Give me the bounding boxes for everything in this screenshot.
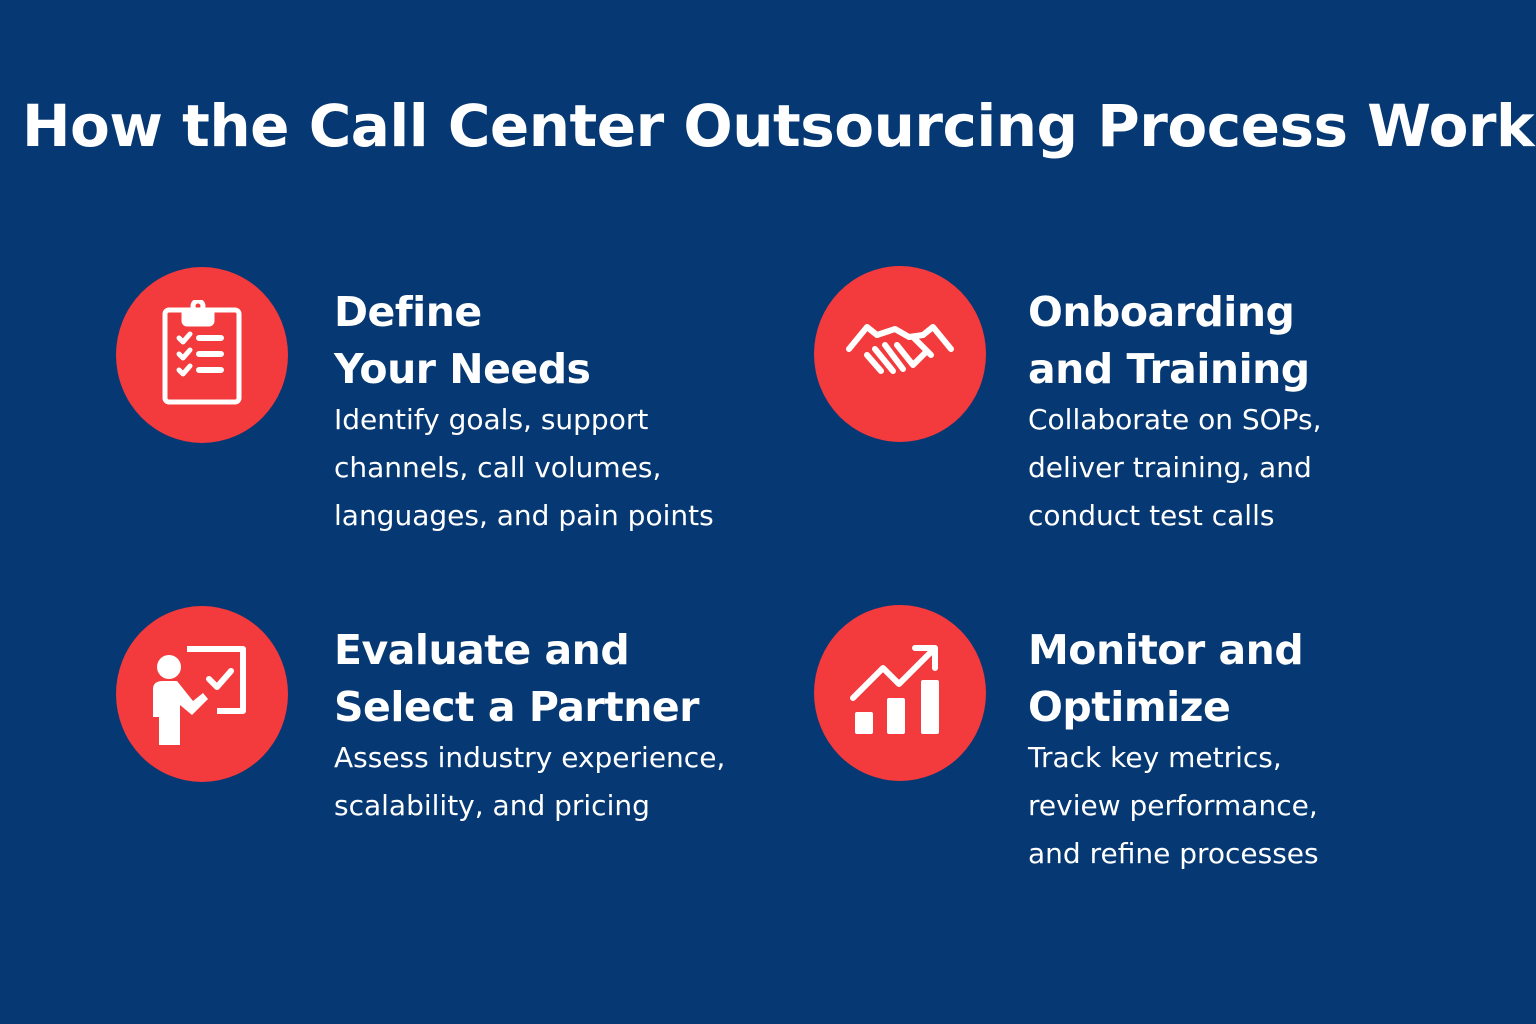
step-evaluate: Evaluate and Select a Partner Assess ind… — [334, 622, 774, 830]
desc-line: languages, and pain points — [334, 499, 714, 532]
step-onboarding: Onboarding and Training Collaborate on S… — [1028, 284, 1468, 540]
step-heading-line: Your Needs — [334, 345, 591, 393]
desc-line: conduct test calls — [1028, 499, 1275, 532]
desc-line: Assess industry experience, — [334, 741, 726, 774]
desc-line: Identify goals, support — [334, 403, 649, 436]
step-heading-line: Select a Partner — [334, 683, 699, 731]
desc-line: deliver training, and — [1028, 451, 1312, 484]
growth-chart-icon — [850, 645, 939, 734]
step-heading-line: Optimize — [1028, 683, 1231, 731]
page-title: How the Call Center Outsourcing Process … — [22, 92, 1536, 160]
step-heading-line: Monitor and — [1028, 626, 1304, 674]
step-heading-line: Define — [334, 288, 482, 336]
step-evaluate-icon-circle — [116, 606, 288, 782]
desc-line: and refine processes — [1028, 837, 1319, 870]
desc-line: scalability, and pricing — [334, 789, 650, 822]
step-define: Define Your Needs Identify goals, suppor… — [334, 284, 774, 540]
step-description: Identify goals, support channels, call v… — [334, 396, 774, 540]
desc-line: review performance, — [1028, 789, 1318, 822]
desc-line: channels, call volumes, — [334, 451, 662, 484]
desc-line: Track key metrics, — [1028, 741, 1282, 774]
desc-line: Collaborate on SOPs, — [1028, 403, 1322, 436]
step-description: Assess industry experience, scalability,… — [334, 734, 774, 830]
step-description: Track key metrics, review performance, a… — [1028, 734, 1468, 878]
presenter-board-icon — [153, 646, 246, 745]
step-define-icon-circle — [116, 267, 288, 443]
step-onboarding-icon-circle — [814, 266, 986, 442]
step-monitor: Monitor and Optimize Track key metrics, … — [1028, 622, 1468, 878]
step-heading-line: Onboarding — [1028, 288, 1295, 336]
step-description: Collaborate on SOPs, deliver training, a… — [1028, 396, 1468, 540]
step-heading-line: Evaluate and — [334, 626, 630, 674]
clipboard-checklist-icon — [162, 300, 242, 405]
step-monitor-icon-circle — [814, 605, 986, 781]
step-heading-line: and Training — [1028, 345, 1310, 393]
handshake-icon — [846, 324, 954, 374]
